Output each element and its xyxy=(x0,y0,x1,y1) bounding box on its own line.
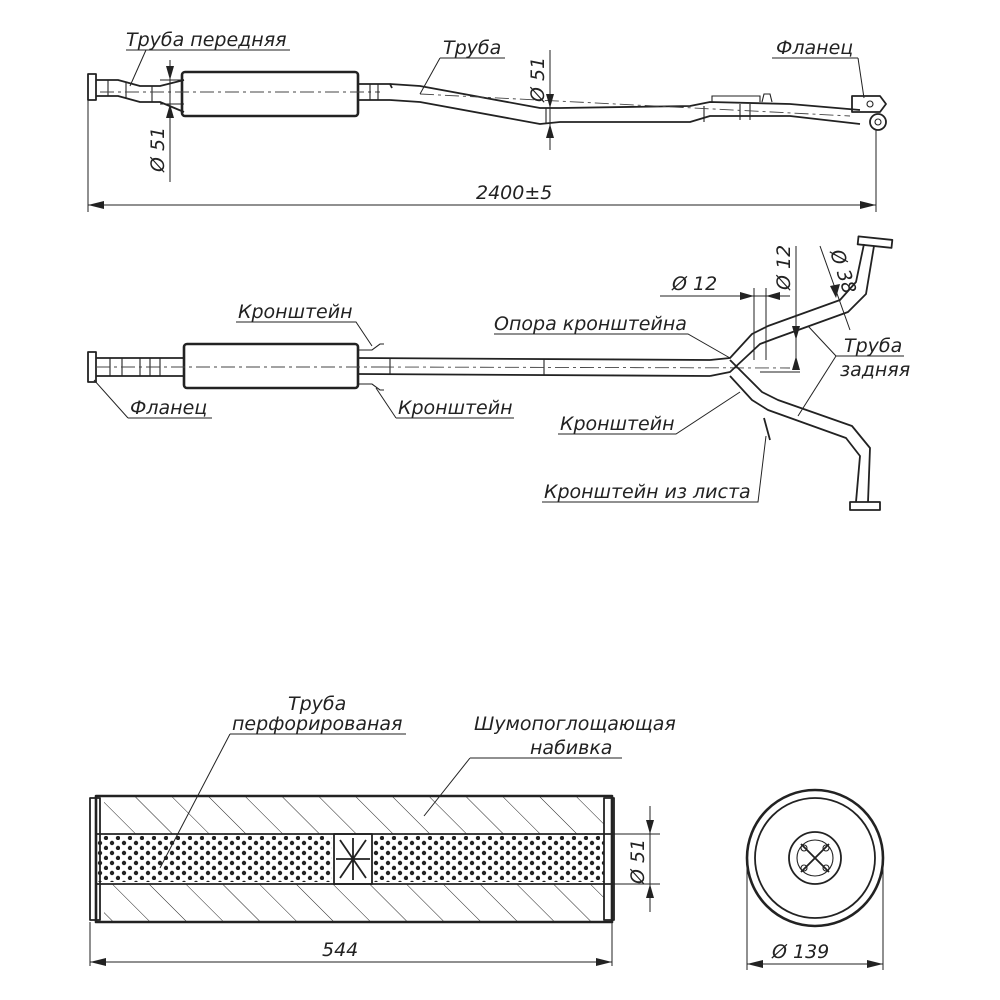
label-sheet-bracket: Кронштейн из листа xyxy=(544,481,751,503)
label-rear-pipe-1: Труба xyxy=(844,335,902,357)
center-baffle xyxy=(333,833,373,885)
muffler-end-view xyxy=(745,788,885,970)
label-dia51-section: Ø 51 xyxy=(627,839,649,885)
middle-pipe xyxy=(389,83,861,125)
label-bracket-support: Опора кронштейна xyxy=(494,313,687,335)
front-muffler xyxy=(180,70,360,118)
bracket-upper xyxy=(358,343,384,351)
top-view xyxy=(87,235,904,511)
label-perforated-2: перфорированая xyxy=(232,713,402,735)
label-flange-top: Фланец xyxy=(776,37,853,59)
label-bracket-2: Кронштейн xyxy=(398,397,513,419)
label-muffler-diameter: Ø 139 xyxy=(771,941,829,963)
label-dia12-b: Ø 12 xyxy=(773,245,795,291)
label-perforated-1: Труба xyxy=(288,693,346,715)
front-pipe xyxy=(96,79,185,113)
label-packing-1: Шумопоглощающая xyxy=(474,713,676,735)
bracket-lower xyxy=(358,383,384,391)
top-flange xyxy=(87,351,97,383)
rear-flange-lower xyxy=(849,501,881,511)
label-flange-left: Фланец xyxy=(130,397,207,419)
hatch-lower xyxy=(104,884,604,922)
label-rear-pipe-2: задняя xyxy=(840,359,910,381)
label-overall-length: 2400±5 xyxy=(476,182,552,204)
label-bracket-1: Кронштейн xyxy=(238,301,353,323)
label-dia38: Ø 38 xyxy=(825,246,860,297)
label-dia12-a: Ø 12 xyxy=(671,273,717,295)
perforated-zone-left xyxy=(96,836,332,882)
rear-flange xyxy=(851,95,887,113)
side-view xyxy=(87,49,887,212)
label-pipe: Труба xyxy=(443,37,501,59)
label-packing-2: набивка xyxy=(530,737,612,759)
front-flange xyxy=(87,73,97,101)
label-dia51-mid: Ø 51 xyxy=(527,57,549,103)
muffler-section xyxy=(89,733,660,966)
label-front-pipe: Труба передняя xyxy=(126,29,287,51)
label-bracket-3: Кронштейн xyxy=(560,413,675,435)
hatch-upper xyxy=(104,796,604,834)
label-muffler-length: 544 xyxy=(322,939,358,961)
rear-pipe-lower xyxy=(729,359,871,503)
rear-flange-upper xyxy=(856,235,894,249)
label-dia51-left: Ø 51 xyxy=(147,127,169,173)
perforated-zone-right xyxy=(372,836,604,882)
top-muffler xyxy=(182,342,360,390)
